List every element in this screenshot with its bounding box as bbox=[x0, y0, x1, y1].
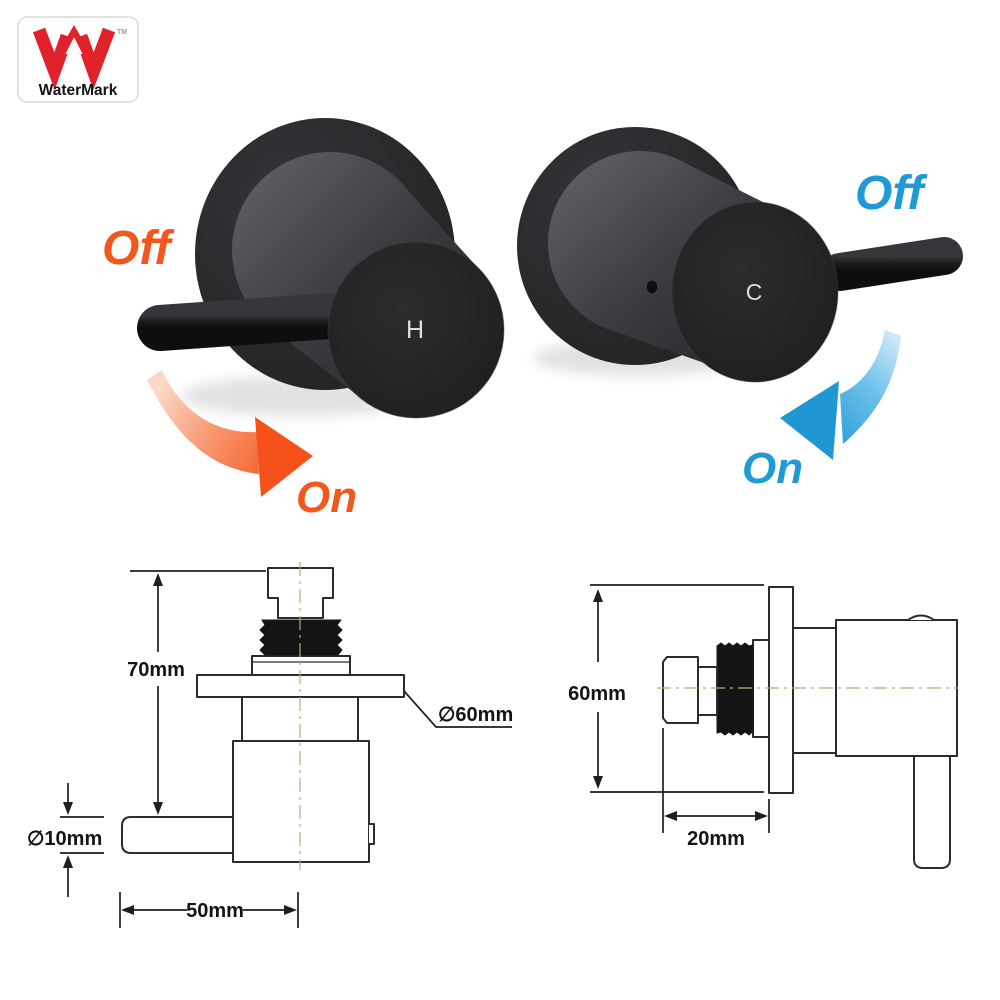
side-view-drawing: 60mm 20mm bbox=[568, 584, 958, 869]
side-handle bbox=[913, 755, 951, 869]
front-body bbox=[232, 740, 370, 863]
hot-on-label: On bbox=[296, 473, 357, 522]
front-handle-diameter-dim: ∅10mm bbox=[27, 828, 102, 850]
front-view-drawing: 70mm ∅60mm ∅10mm 50mm bbox=[27, 562, 513, 928]
watermark-logo: TM WaterMark bbox=[17, 16, 139, 103]
cold-off-label: Off bbox=[855, 167, 927, 220]
cold-rotation-arrow bbox=[780, 330, 901, 460]
front-handle bbox=[121, 816, 234, 854]
side-body-screw bbox=[907, 614, 935, 621]
hot-rotation-arrow bbox=[147, 370, 313, 497]
hot-arrowhead bbox=[255, 417, 313, 497]
front-body-screw bbox=[369, 823, 375, 845]
hot-tap-photo: H bbox=[137, 118, 505, 419]
front-height-dim: 70mm bbox=[127, 659, 185, 681]
hot-letter: H bbox=[406, 316, 424, 344]
side-spindle-neck bbox=[697, 666, 718, 716]
front-thread bbox=[259, 619, 343, 656]
cold-tap-photo: C bbox=[517, 127, 963, 383]
cold-lever-handle bbox=[821, 237, 963, 291]
side-thread bbox=[716, 642, 754, 736]
cold-letter: C bbox=[746, 279, 763, 305]
front-handle-length-dim: 50mm bbox=[186, 900, 244, 922]
hot-off-label: Off bbox=[102, 222, 174, 275]
cold-arrowhead bbox=[780, 381, 839, 460]
side-depth-dim: 20mm bbox=[687, 828, 745, 850]
hot-rotation-annotation: Off On bbox=[102, 222, 357, 522]
cold-face bbox=[671, 201, 839, 383]
side-wall-plate bbox=[768, 586, 794, 794]
front-plate-diameter-dim: ∅60mm bbox=[438, 704, 513, 726]
cold-set-screw-hole bbox=[645, 279, 659, 295]
hot-face bbox=[327, 241, 505, 419]
watermark-tm-text: TM bbox=[117, 29, 127, 36]
front-flange bbox=[251, 655, 351, 676]
watermark-w-icon bbox=[32, 25, 116, 90]
side-spindle bbox=[662, 656, 699, 724]
cold-on-label: On bbox=[742, 444, 803, 493]
hot-lever-handle bbox=[137, 293, 353, 351]
side-height-dim: 60mm bbox=[568, 683, 626, 705]
side-neck bbox=[792, 627, 837, 754]
watermark-brand-text: WaterMark bbox=[39, 82, 118, 99]
cold-rotation-annotation: Off On bbox=[742, 167, 927, 493]
